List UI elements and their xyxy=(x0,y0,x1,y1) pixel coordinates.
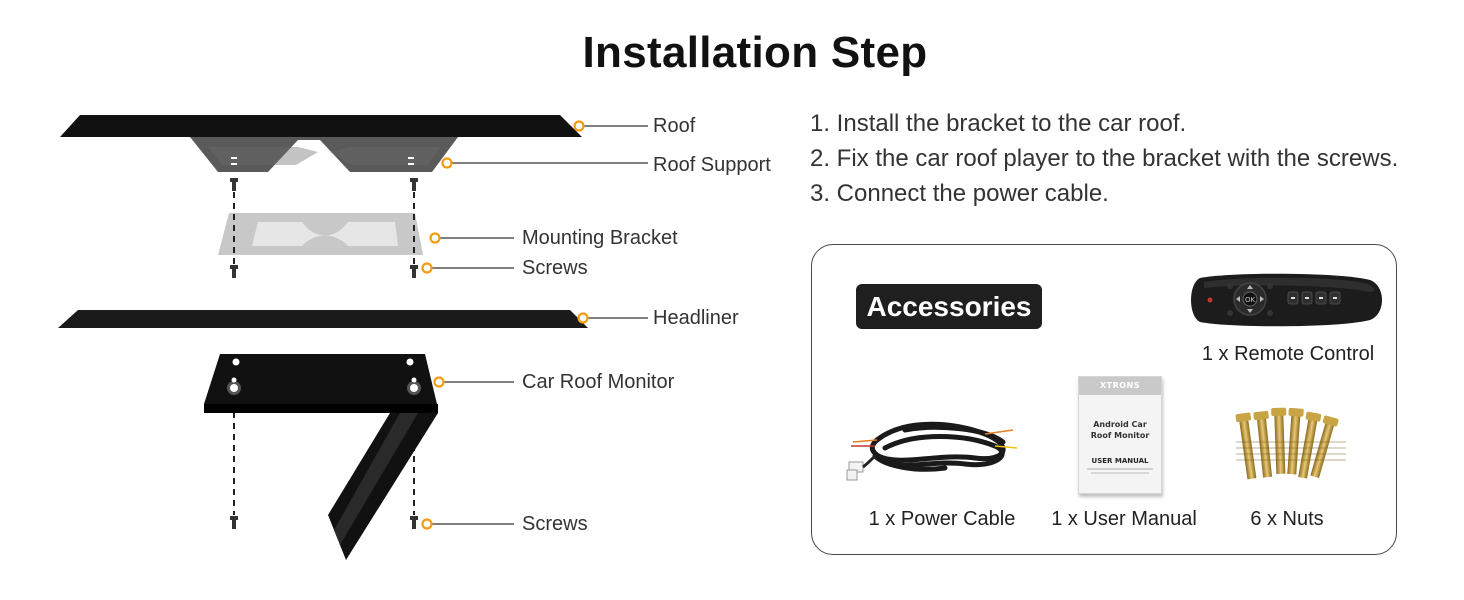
upper-screws xyxy=(230,178,418,191)
label-headliner: Headliner xyxy=(653,307,739,329)
headliner-panel xyxy=(58,310,588,328)
roof-panel xyxy=(60,115,582,137)
car-roof-monitor xyxy=(204,354,438,560)
label-remote-control: 1 x Remote Control xyxy=(1201,343,1375,365)
bottom-screws xyxy=(230,516,418,529)
step-2: 2. Fix the car roof player to the bracke… xyxy=(810,145,1399,172)
manual-title-2: Roof Monitor xyxy=(1090,431,1150,440)
accessories-panel xyxy=(811,244,1397,555)
step-3: 3. Connect the power cable. xyxy=(810,180,1109,207)
power-cable-image xyxy=(846,421,1018,481)
label-power-cable: 1 x Power Cable xyxy=(868,508,1016,530)
manual-subtitle: USER MANUAL xyxy=(1091,457,1149,465)
label-car-roof-monitor: Car Roof Monitor xyxy=(522,371,675,393)
remote-control-image: OK xyxy=(1191,273,1382,327)
exploded-diagram xyxy=(58,115,648,560)
user-manual-image: XTRONS Android Car Roof Monitor USER MAN… xyxy=(1078,376,1162,494)
manual-title-1: Android Car xyxy=(1093,420,1147,429)
callout-dots xyxy=(421,120,589,530)
label-screws-lower: Screws xyxy=(522,513,588,535)
page-title: Installation Step xyxy=(582,28,928,77)
mounting-bracket xyxy=(218,213,423,255)
label-mounting-bracket: Mounting Bracket xyxy=(522,227,678,249)
label-roof-support: Roof Support xyxy=(653,154,771,176)
label-user-manual: 1 x User Manual xyxy=(1051,508,1197,530)
mid-screws xyxy=(230,265,418,278)
nuts-image xyxy=(1235,407,1346,480)
nut-group xyxy=(1235,407,1339,480)
label-roof: Roof xyxy=(653,115,696,137)
label-nuts: 6 x Nuts xyxy=(1250,508,1324,530)
manual-brand: XTRONS xyxy=(1079,377,1161,395)
roof-support xyxy=(190,137,458,172)
svg-text:OK: OK xyxy=(1245,296,1256,304)
step-1: 1. Install the bracket to the car roof. xyxy=(810,110,1187,137)
installation-steps: 1. Install the bracket to the car roof. … xyxy=(810,106,1398,211)
accessories-heading: Accessories xyxy=(856,284,1042,329)
label-screws-upper: Screws xyxy=(522,257,588,279)
